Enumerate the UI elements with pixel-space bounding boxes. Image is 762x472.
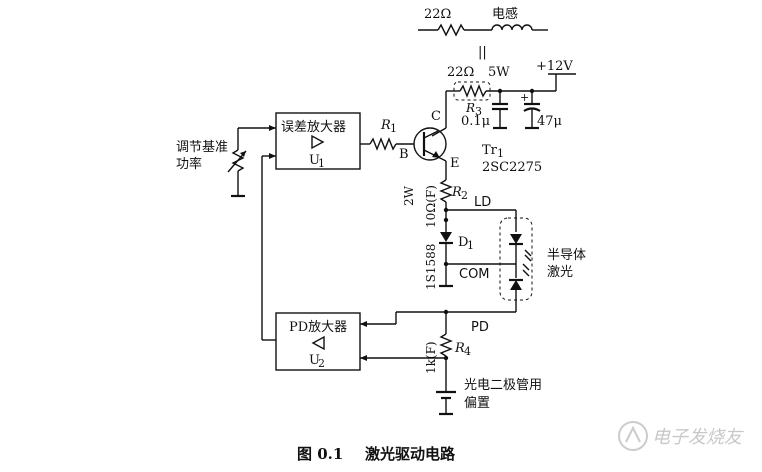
r2-power: 2W	[402, 185, 416, 206]
laser-line1: 半导体	[547, 248, 586, 263]
com-label: COM	[459, 267, 490, 282]
equivalent-resistor-inductor: 22Ω 电感 ||	[418, 6, 548, 60]
r3-supply-section: 22Ω 5W +12V R 3 0.1μ + 47μ	[446, 59, 576, 130]
laser-line2: 激光	[547, 265, 573, 280]
r2-sub: 2	[461, 189, 468, 202]
pd-amplifier-u2: PD放大器 U 2	[261, 156, 449, 371]
photodiode-symbol	[510, 280, 522, 290]
r4-sub: 4	[464, 345, 471, 358]
transistor-tr1: C B E Tr 1 2SC2275	[399, 91, 542, 175]
u2-box	[275, 312, 361, 371]
cap2-plus: +	[520, 91, 529, 104]
watermark-text: 电子发烧友	[652, 427, 744, 448]
bias-line2: 偏置	[464, 396, 490, 411]
pd-section: PD R 4 1k(F) 光电二极管用 偏置	[396, 309, 542, 416]
equivalence-mark: ||	[478, 45, 487, 60]
r1-section: R 1	[360, 118, 414, 151]
collector-label: C	[431, 109, 441, 124]
u2-title: PD放大器	[289, 320, 347, 335]
supply-voltage: +12V	[536, 59, 573, 74]
cap2-value: 47μ	[537, 114, 562, 129]
caption-title: 激光驱动电路	[365, 445, 456, 463]
r3-resistor-symbol	[459, 84, 487, 98]
watermark-logo-icon	[618, 421, 648, 451]
bias-line1: 光电二极管用	[464, 378, 542, 393]
adjust-line2: 功率	[176, 156, 202, 172]
adjust-line1: 调节基准	[176, 140, 228, 155]
caption-figure-number: 图 0.1	[297, 445, 343, 463]
u2-amp-triangle	[311, 335, 325, 351]
transistor-circle	[413, 127, 447, 161]
laser-diode-symbol	[510, 234, 522, 244]
d1-diode-symbol	[440, 232, 452, 242]
u1-sub: 1	[318, 157, 325, 170]
cap-47u-plate-bottom	[523, 107, 541, 112]
d1-part: 1S1588	[424, 244, 438, 290]
r3-dashed-box	[453, 81, 491, 101]
u2-name: U	[309, 353, 320, 368]
transistor-part: 2SC2275	[482, 160, 542, 175]
r3-sub: 3	[475, 105, 482, 118]
u2-sub: 2	[318, 357, 325, 370]
top-resistor-symbol	[437, 23, 465, 37]
transistor-name: Tr	[482, 143, 498, 158]
inductor-symbol	[491, 24, 533, 31]
u1-title: 误差放大器	[281, 120, 346, 135]
laser-section: LD D 1 1S1588 COM 半导体 激光	[424, 195, 586, 312]
r4-name: R	[454, 341, 465, 356]
d1-name: D	[458, 235, 468, 250]
reference-adjust: 调节基准 功率	[176, 128, 247, 198]
r2-value: 10Ω(F)	[424, 185, 438, 228]
r2-section: R 2 10Ω(F) 2W	[402, 174, 468, 228]
r1-name: R	[380, 118, 391, 133]
r2-resistor-symbol	[439, 179, 453, 203]
u1-amp-triangle	[311, 134, 325, 150]
base-label: B	[399, 147, 409, 162]
emitter-label: E	[450, 156, 460, 171]
watermark: 电子发烧友	[618, 421, 744, 451]
top-resistor-value: 22Ω	[424, 7, 451, 22]
figure-caption: 图 0.1 激光驱动电路	[297, 445, 456, 463]
r1-sub: 1	[390, 122, 397, 135]
d1-sub: 1	[467, 239, 474, 252]
r3-value: 22Ω	[447, 65, 474, 80]
cap1-value: 0.1μ	[461, 114, 490, 129]
r3-name: R	[465, 101, 475, 115]
r2-name: R	[451, 185, 462, 200]
pd-label: PD	[471, 320, 489, 335]
r3-power: 5W	[488, 65, 510, 80]
inductor-label: 电感	[492, 6, 518, 22]
r4-resistor-symbol	[439, 333, 453, 357]
u1-box	[275, 112, 361, 170]
r1-resistor-symbol	[369, 137, 397, 151]
ld-label: LD	[474, 195, 491, 210]
error-amplifier-u1: 误差放大器 U 1	[238, 112, 361, 170]
u1-name: U	[309, 153, 320, 168]
transistor-name-sub: 1	[497, 147, 504, 160]
